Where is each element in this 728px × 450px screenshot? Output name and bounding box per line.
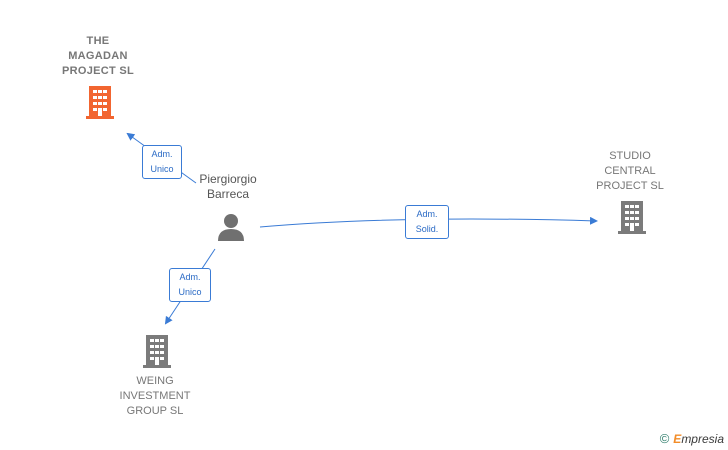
person-label: Piergiorgio Barreca xyxy=(199,172,257,201)
edge-label-magadan: Adm. Unico xyxy=(142,145,182,179)
person-icon[interactable] xyxy=(216,212,246,242)
building-icon[interactable] xyxy=(141,334,173,368)
copyright-icon: © xyxy=(659,431,670,446)
footer: ©Empresia xyxy=(660,431,724,446)
company-label-studio: STUDIO CENTRAL PROJECT SL xyxy=(596,150,664,192)
edge-label-weing: Adm. Unico xyxy=(169,268,211,302)
edge-label-studio: Adm. Solid. xyxy=(405,205,449,239)
building-icon[interactable] xyxy=(616,200,648,234)
company-label-weing: WEING INVESTMENT GROUP SL xyxy=(119,375,191,417)
brand-logo-text: mpresia xyxy=(681,432,724,446)
building-icon[interactable] xyxy=(84,85,116,119)
company-label-magadan: THE MAGADAN PROJECT SL xyxy=(61,35,135,77)
brand-logo-initial: E xyxy=(673,432,682,446)
